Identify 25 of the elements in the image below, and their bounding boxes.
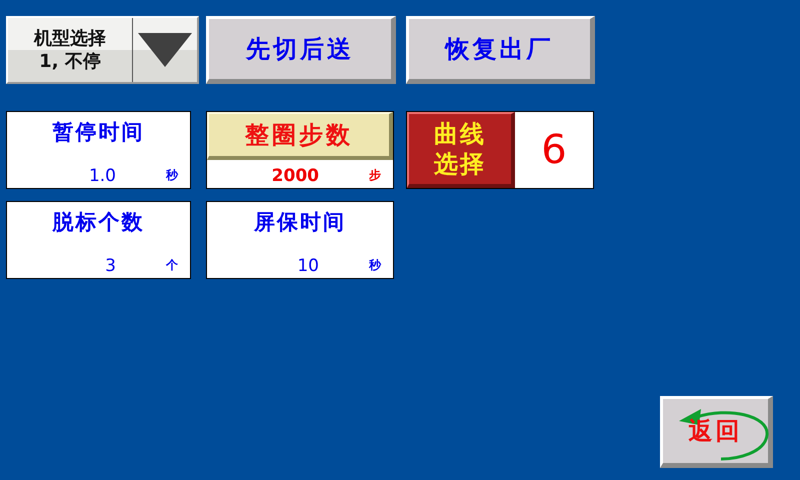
unit-text: 秒 (369, 257, 381, 274)
value-text: 10 (297, 256, 319, 276)
value-text: 3 (105, 256, 116, 276)
factory-reset-button: 恢复出厂 (406, 16, 595, 84)
label-count-panel (6, 201, 191, 279)
unit-text: 秒 (166, 167, 178, 184)
value-text: 6 (540, 126, 568, 175)
cut-first-button: 先切后送 (206, 16, 396, 84)
setting-title: 暂停时间 (52, 119, 146, 146)
setting-title: 屏保时间 (252, 209, 347, 236)
unit-text: 个 (166, 257, 178, 274)
curve-select-button: 曲线选择 (407, 112, 515, 188)
screensaver-time-panel (206, 201, 394, 279)
value-text: 1.0 (88, 166, 116, 186)
pause-time-panel (6, 111, 191, 189)
unit-text: 步 (369, 167, 381, 184)
steps-panel (206, 111, 394, 189)
selected-value: 1, 不停 (39, 50, 101, 73)
steps-header-button: 整圈步数 (207, 112, 393, 160)
back-button: 返回 (660, 396, 773, 468)
setting-title: 脱标个数 (51, 209, 146, 236)
curve-select-panel (406, 111, 594, 189)
dropdown-label: 机型选择 (34, 27, 106, 50)
value-text: 2000 (272, 166, 319, 186)
model-select-dropdown (6, 16, 199, 84)
